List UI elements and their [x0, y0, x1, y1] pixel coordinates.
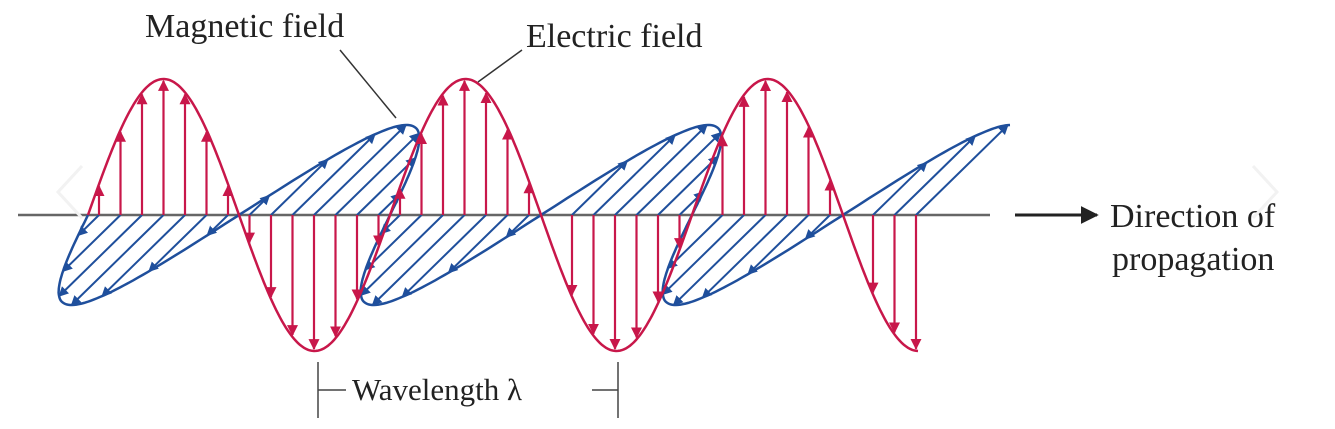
magnetic-field-vector — [893, 135, 976, 216]
electric-field-curve — [86, 77, 919, 353]
magnetic-field-vector — [662, 214, 745, 296]
magnetic-field-vector — [614, 124, 708, 216]
magnetic-field-vector — [334, 132, 420, 216]
magnetic-field-vector — [672, 214, 767, 306]
magnetic-field-leader-line — [339, 49, 397, 119]
carousel-next-button[interactable] — [1245, 162, 1285, 222]
magnetic-field-vector — [447, 214, 509, 274]
magnetic-field-vector — [571, 160, 629, 216]
magnetic-field-vector — [747, 214, 810, 275]
magnetic-field-vector — [101, 214, 186, 297]
magnetic-field-vector — [356, 157, 417, 216]
magnetic-field-vector — [313, 124, 407, 216]
magnetic-field-vector — [371, 214, 466, 306]
electric-field-label: Electric field — [526, 18, 703, 55]
magnetic-field-vector — [401, 214, 487, 298]
magnetic-field-vector — [915, 124, 1009, 216]
electric-field-leader-line — [477, 49, 523, 83]
direction-label-line1: Direction of — [1110, 198, 1276, 235]
magnetic-field-label: Magnetic field — [145, 8, 345, 45]
electric-field-wave — [86, 77, 922, 353]
magnetic-field-curve — [57, 123, 1011, 307]
magnetic-field-vector — [360, 214, 444, 297]
magnetic-field-vector — [58, 214, 143, 297]
chevron-left-icon — [55, 164, 84, 220]
magnetic-field-vector — [291, 133, 376, 216]
magnetic-field-vector — [70, 214, 165, 306]
magnetic-field-vector — [635, 131, 722, 216]
magnetic-field-vector — [592, 134, 676, 216]
magnetic-field-vector — [62, 214, 122, 273]
magnetic-field-vector — [872, 161, 928, 216]
direction-label-line2: propagation — [1112, 241, 1275, 278]
carousel-prev-button[interactable] — [50, 162, 90, 222]
magnetic-field-vector — [77, 214, 100, 237]
magnetic-field-vector — [701, 214, 788, 299]
wavelength-label: Wavelength λ — [352, 372, 523, 407]
magnetic-field-vector — [270, 158, 329, 216]
magnetic-field-wave — [57, 123, 1011, 307]
wavelength-bracket — [317, 362, 619, 418]
magnetic-field-vector — [148, 214, 208, 273]
chevron-right-icon — [1251, 164, 1280, 220]
magnetic-field-vector — [657, 155, 719, 216]
